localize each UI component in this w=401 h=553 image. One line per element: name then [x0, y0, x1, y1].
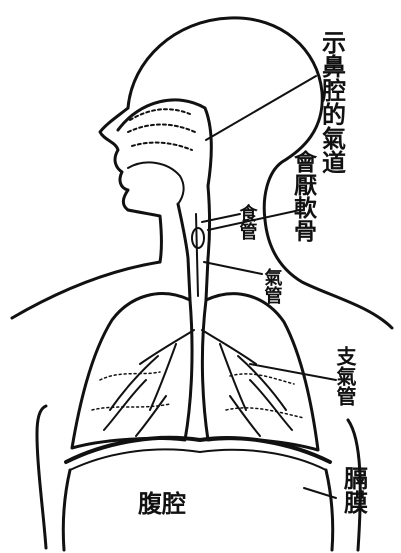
- shoulder-right: [265, 220, 392, 328]
- shoulder-left: [12, 262, 160, 318]
- alveoli-texture: [92, 372, 304, 418]
- body-side-left: [37, 406, 46, 548]
- pharynx-tube-right: [206, 186, 210, 300]
- label-abdominal-cavity: 腹腔: [138, 489, 186, 518]
- lung-left: [72, 294, 192, 448]
- leader-nasal-airway: [206, 76, 316, 140]
- label-diaphragm: 膈膜: [340, 466, 369, 515]
- label-esophagus: 食管: [237, 203, 259, 241]
- label-nasal-airway: 示鼻腔的氣道: [318, 30, 347, 174]
- pharynx-tube-left: [178, 204, 190, 300]
- nasal-turbinates: [128, 109, 195, 150]
- leader-bronchi: [250, 364, 336, 380]
- label-bronchi: 支氣管: [333, 345, 357, 407]
- body-side-left-inner: [63, 470, 70, 550]
- leader-esophagus: [202, 214, 240, 222]
- neck-front: [128, 210, 162, 262]
- mouth-tongue: [128, 162, 184, 204]
- epiglottis-shape: [192, 228, 204, 248]
- bronchial-tree-left: [104, 330, 194, 436]
- lung-right: [202, 294, 318, 450]
- esophagus-tube: [196, 214, 198, 296]
- diaphragm-lower: [70, 449, 326, 470]
- bronchial-tree-right: [202, 330, 292, 436]
- body-side-right: [326, 470, 333, 550]
- label-trachea: 氣管: [262, 267, 283, 305]
- label-epiglottis: 會厭軟骨: [290, 149, 319, 242]
- leader-trachea: [204, 262, 262, 274]
